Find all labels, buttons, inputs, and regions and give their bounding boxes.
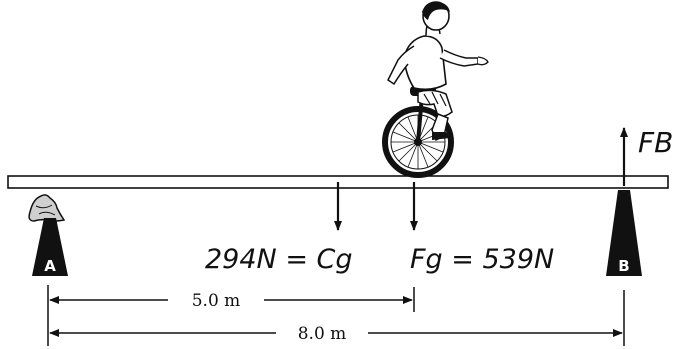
support-a: A (28, 194, 68, 276)
support-a-wedge (32, 218, 68, 276)
support-b-wedge (606, 190, 642, 276)
support-b: B (606, 190, 642, 276)
support-a-label: A (44, 257, 56, 275)
cg-force-label: 294N = Cg (205, 244, 353, 275)
fg-force-label: Fg = 539N (410, 244, 554, 275)
cloth-icon (28, 194, 66, 222)
dimension-8m: 8.0 m (49, 324, 623, 344)
dimension-5m-label: 5.0 m (192, 291, 241, 311)
dimension-8m-label: 8.0 m (298, 324, 347, 344)
support-b-label: B (618, 257, 629, 275)
unicycle-rider-figure (382, 1, 489, 178)
fb-force-label: FB (638, 126, 673, 159)
dimension-5m: 5.0 m (49, 291, 413, 311)
